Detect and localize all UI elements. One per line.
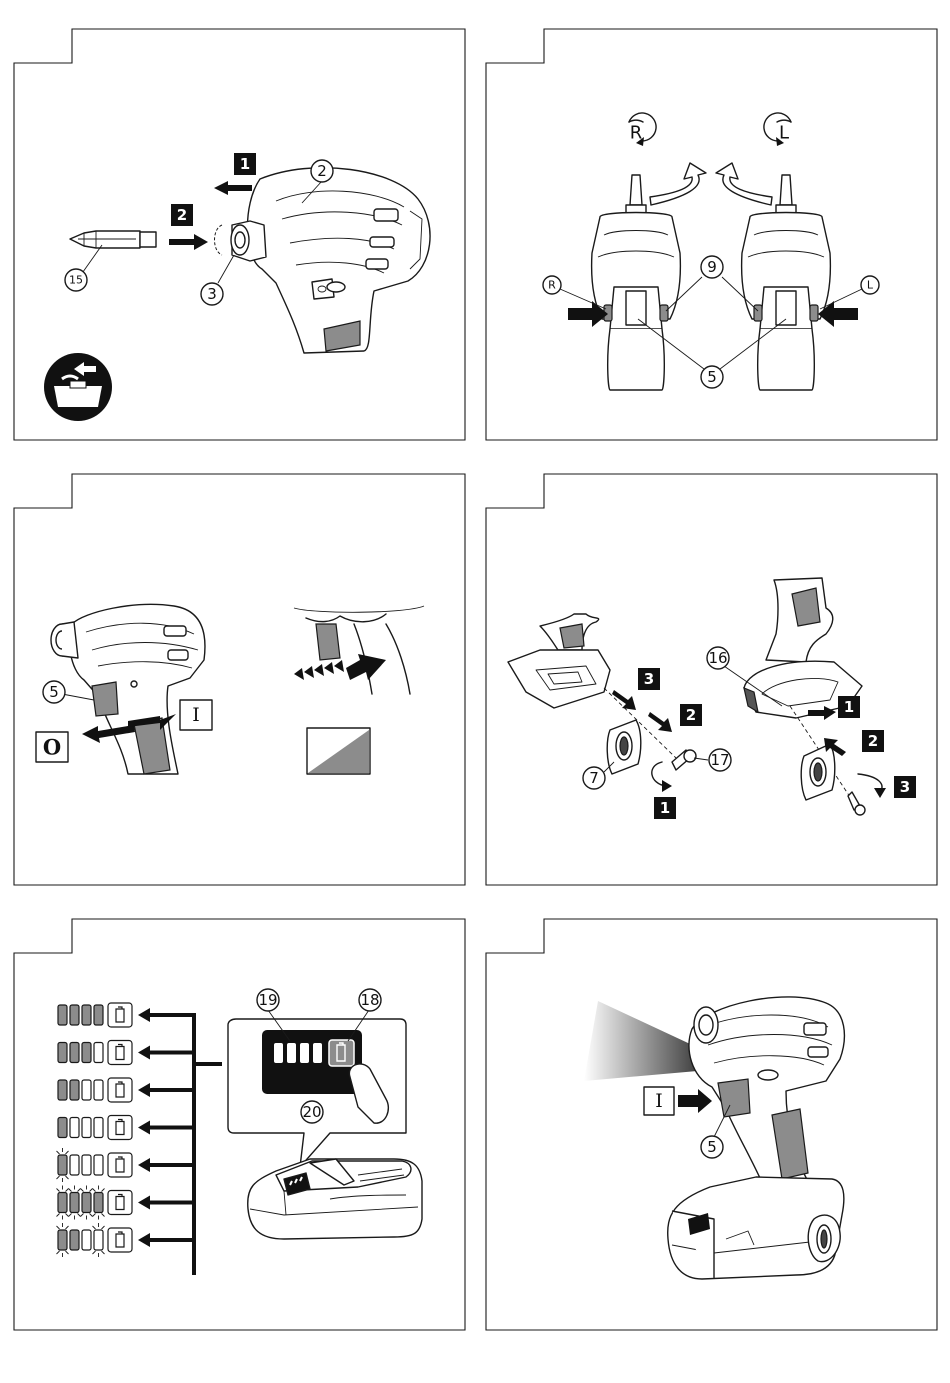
lamp-on: [82, 1043, 91, 1063]
speed-ramp-icon: [307, 728, 370, 774]
lamp-on: [58, 1155, 67, 1175]
step-number: 1: [240, 155, 250, 173]
panel-hook-installation: 3 2 1 7 17 1 2 3 16: [486, 474, 938, 886]
svg-text:L: L: [867, 279, 874, 292]
callout-number: 9: [707, 258, 717, 276]
lamp-on: [58, 1193, 67, 1213]
lamp-off: [94, 1155, 103, 1175]
step-number: 2: [177, 206, 187, 224]
svg-text:R: R: [548, 279, 556, 292]
bit-sleeve-drawing: [51, 622, 78, 658]
callout-number: 2: [317, 162, 327, 180]
remove-bit-toolbox-icon: [44, 353, 112, 421]
lamp-on: [70, 1043, 79, 1063]
lamp-off: [82, 1230, 91, 1250]
lamp-off: [82, 1118, 91, 1138]
lamp-off: [70, 1155, 79, 1175]
panel-switch-action: 5 O I: [14, 474, 466, 886]
lamp-on: [82, 1005, 91, 1025]
svg-text:I: I: [192, 704, 200, 726]
callout-number: 5: [707, 368, 717, 386]
check-button: [329, 1040, 354, 1066]
svg-text:O: O: [43, 735, 61, 760]
callout-number: 7: [589, 769, 599, 787]
callout-number: 3: [207, 285, 217, 303]
svg-text:L: L: [779, 123, 789, 144]
driver-bit-drawing: [70, 231, 156, 248]
lamp-off: [94, 1118, 103, 1138]
lamp-on: [58, 1080, 67, 1100]
lamp-on: [82, 1193, 91, 1213]
lamp-on: [70, 1230, 79, 1250]
lamp-on: [70, 1005, 79, 1025]
lamp-on: [58, 1005, 67, 1025]
step-number: 3: [644, 670, 654, 688]
svg-text:R: R: [630, 123, 643, 144]
callout-number: 15: [69, 274, 83, 287]
svg-text:I: I: [655, 1090, 663, 1112]
panel-frame: [14, 474, 465, 885]
lamp-on: [70, 1080, 79, 1100]
callout-number: 18: [360, 991, 379, 1009]
step-number: 1: [660, 799, 670, 817]
step-number: 1: [844, 698, 854, 716]
lamp-off: [70, 1118, 79, 1138]
lamp-off: [94, 1080, 103, 1100]
callout-number: 16: [708, 649, 727, 667]
step-number: 3: [900, 778, 910, 796]
lamp-on: [94, 1193, 103, 1213]
lamp-off: [94, 1043, 103, 1063]
panel-battery-indicator: 19 18 20: [14, 919, 466, 1331]
lamp-off: [82, 1080, 91, 1100]
callout-number: 17: [710, 751, 729, 769]
callout-number: 5: [707, 1138, 717, 1156]
lamp-on: [94, 1005, 103, 1025]
lamp-on: [58, 1043, 67, 1063]
panel-bit-installation: 1 2 15 2 3: [14, 29, 466, 441]
lamp-off: [82, 1155, 91, 1175]
step-number: 2: [868, 732, 878, 750]
lamp-on: [58, 1118, 67, 1138]
panel-front-lamp: I 5: [486, 919, 938, 1331]
panel-reversing-switch: R L R L: [486, 29, 938, 441]
callout-number: 5: [49, 683, 59, 701]
lamp-on: [70, 1193, 79, 1213]
step-number: 2: [686, 706, 696, 724]
lamp-off: [94, 1230, 103, 1250]
lamp-on: [58, 1230, 67, 1250]
callout-number: 20: [302, 1103, 321, 1121]
callout-number: 19: [258, 991, 277, 1009]
